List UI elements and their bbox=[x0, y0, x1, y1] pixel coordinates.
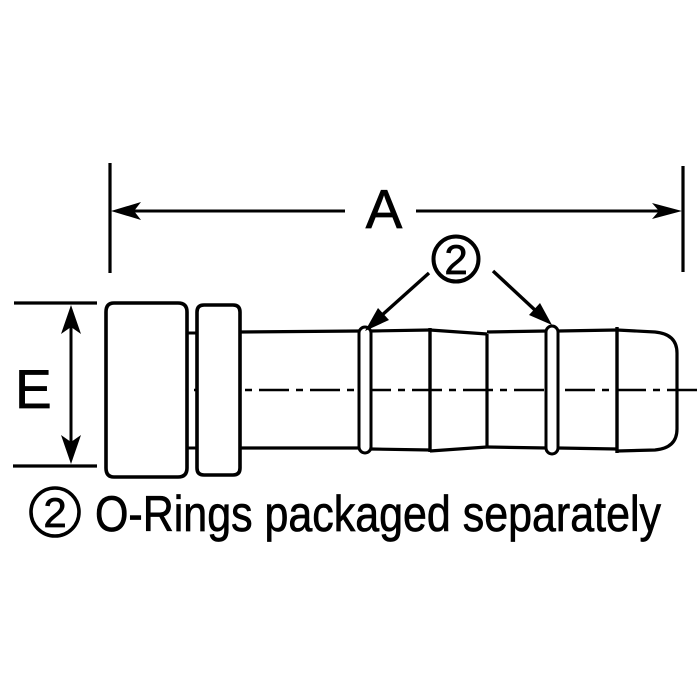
dim-e-arrowhead-bottom-icon bbox=[61, 435, 81, 464]
o-ring-2 bbox=[544, 324, 560, 456]
shaft-top-line-4 bbox=[557, 328, 618, 333]
o-ring-1 bbox=[357, 325, 373, 455]
dim-a-label: A bbox=[366, 178, 403, 240]
callout-arrowhead-right-icon bbox=[529, 303, 552, 325]
note-marker-circle-icon bbox=[29, 486, 81, 538]
callout-number: 2 bbox=[444, 236, 467, 283]
note: 2 O-Rings packaged separately bbox=[29, 486, 661, 542]
shaft-bottom-line-4 bbox=[557, 446, 618, 451]
barb-taper-bottom bbox=[429, 445, 488, 453]
end-cap bbox=[616, 328, 679, 453]
dimension-a: A bbox=[108, 163, 685, 273]
dimension-e: E bbox=[13, 301, 97, 468]
nut-block bbox=[104, 301, 189, 479]
shaft-top-line-2 bbox=[370, 328, 431, 333]
note-marker: 2 bbox=[43, 489, 66, 536]
shaft-top-line-1 bbox=[239, 329, 361, 334]
callout-leader-left bbox=[379, 271, 431, 318]
o-ring-callout: 2 bbox=[365, 234, 552, 331]
barb-taper-top bbox=[429, 328, 488, 336]
fitting-body bbox=[104, 301, 697, 479]
callout-arrowhead-left-icon bbox=[365, 308, 389, 331]
dim-a-arrowhead-left-icon bbox=[111, 202, 141, 220]
callout-circle-icon bbox=[431, 234, 481, 284]
shaft-bottom-line-2 bbox=[370, 447, 431, 452]
collar-block bbox=[195, 303, 242, 477]
dim-a-arrowhead-right-icon bbox=[652, 203, 682, 219]
dim-e-label: E bbox=[15, 358, 52, 420]
shaft-bottom-line-3 bbox=[486, 445, 548, 450]
shaft-top-line-3 bbox=[486, 329, 548, 334]
note-text: O-Rings packaged separately bbox=[95, 486, 661, 542]
dim-e-arrowhead-top-icon bbox=[61, 305, 81, 334]
callout-leader-right bbox=[491, 269, 538, 313]
